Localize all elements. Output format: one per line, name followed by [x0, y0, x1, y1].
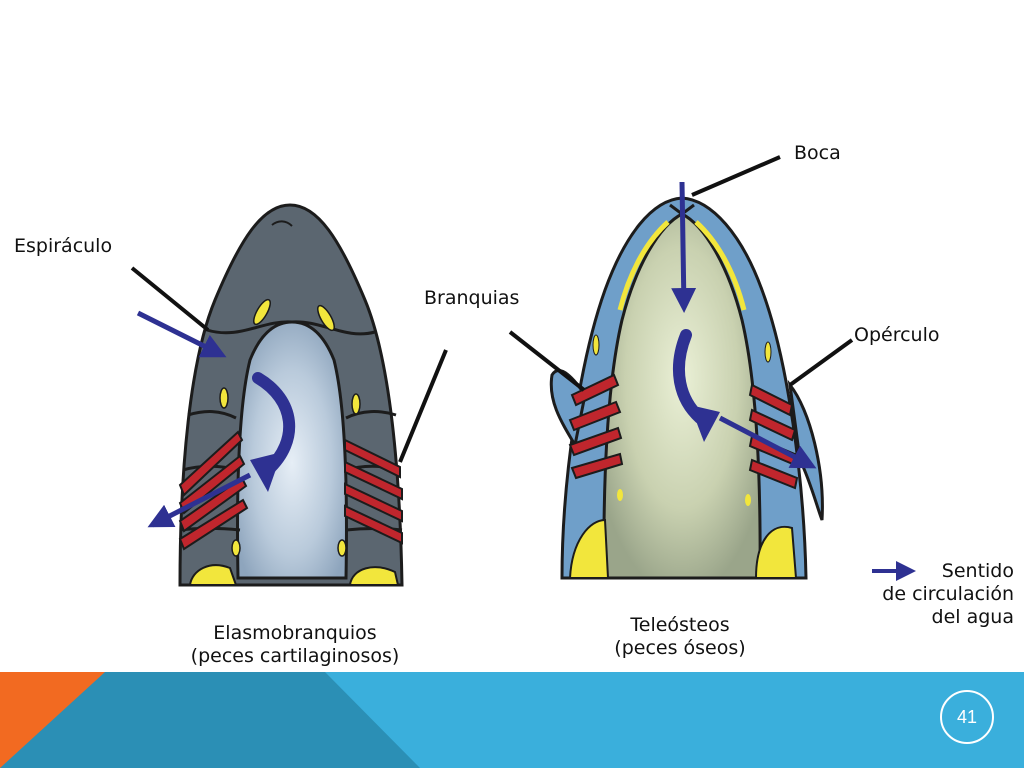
elasmo-pharynx — [236, 320, 348, 580]
teleo-gills-right — [748, 383, 799, 490]
page-number: 41 — [956, 706, 978, 727]
page-number-badge: 41 — [940, 690, 994, 744]
legend-line-1: Sentido — [941, 560, 1014, 582]
elasmo-gills-left — [178, 430, 249, 551]
label-boca: Boca — [794, 142, 841, 164]
teleo-inflow-arrow — [671, 181, 697, 313]
footer-band — [0, 672, 1024, 768]
label-espiraculo: Espiráculo — [14, 235, 113, 257]
elasmo-outflow-arrow — [147, 472, 252, 528]
teleo-outflow-arrow — [718, 415, 817, 469]
caption-teleo-subtitle: (peces óseos) — [614, 636, 746, 659]
caption-elasmobranquios: Elasmobranquios (peces cartilaginosos) — [150, 622, 440, 668]
legend-line-3: del agua — [931, 606, 1014, 629]
caption-elasmo-title: Elasmobranquios — [213, 622, 377, 644]
teleo-gills-left — [568, 373, 624, 480]
caption-elasmo-subtitle: (peces cartilaginosos) — [190, 644, 400, 667]
caption-teleo-title: Teleósteos — [630, 614, 730, 636]
elasmo-gills-right — [344, 438, 403, 545]
label-branquias: Branquias — [424, 287, 520, 309]
caption-teleosteos: Teleósteos (peces óseos) — [560, 614, 800, 660]
legend-text: Sentido de circulación del agua — [848, 560, 1014, 630]
elasmobranch-figure — [130, 203, 448, 587]
label-operculo: Opérculo — [854, 324, 940, 346]
elasmo-inflow-arrow — [136, 310, 227, 358]
legend-line-2: de circulación — [882, 583, 1014, 606]
teleost-figure — [508, 155, 854, 580]
